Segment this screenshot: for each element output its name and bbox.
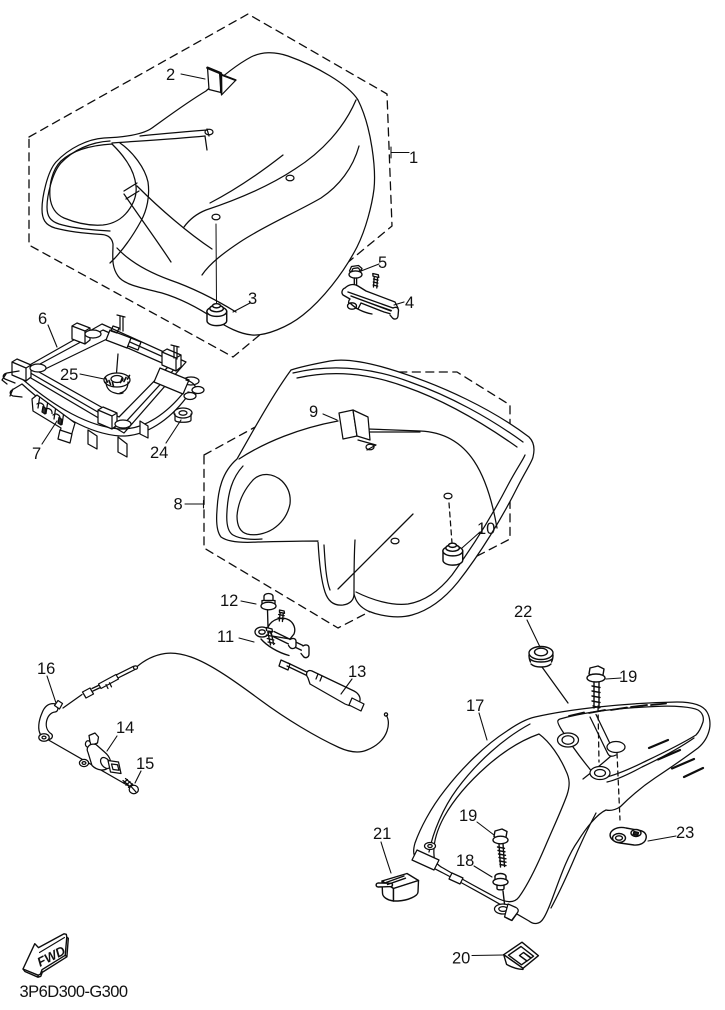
svg-text:14: 14 <box>116 719 134 737</box>
svg-text:3P6D300-G300: 3P6D300-G300 <box>20 983 128 1001</box>
svg-text:23: 23 <box>676 824 694 842</box>
svg-text:24: 24 <box>150 444 168 462</box>
svg-text:6: 6 <box>38 310 47 328</box>
svg-text:17: 17 <box>466 697 484 715</box>
svg-text:19: 19 <box>459 807 477 825</box>
svg-text:3: 3 <box>248 290 257 308</box>
svg-text:2: 2 <box>166 66 175 84</box>
svg-text:18: 18 <box>456 852 474 870</box>
svg-text:11: 11 <box>217 628 234 646</box>
svg-text:15: 15 <box>136 755 154 773</box>
svg-text:19: 19 <box>619 668 637 686</box>
svg-text:7: 7 <box>32 445 41 463</box>
svg-text:25: 25 <box>60 366 78 384</box>
svg-text:8: 8 <box>174 496 183 514</box>
svg-text:9: 9 <box>309 403 318 421</box>
svg-text:5: 5 <box>378 254 387 272</box>
svg-text:12: 12 <box>220 592 238 610</box>
svg-text:20: 20 <box>452 950 470 968</box>
svg-text:13: 13 <box>348 663 366 681</box>
svg-text:1: 1 <box>409 149 418 167</box>
svg-text:21: 21 <box>373 825 391 843</box>
svg-text:22: 22 <box>514 603 532 621</box>
svg-text:4: 4 <box>405 294 414 312</box>
svg-text:16: 16 <box>37 660 55 678</box>
svg-text:10: 10 <box>477 520 495 538</box>
